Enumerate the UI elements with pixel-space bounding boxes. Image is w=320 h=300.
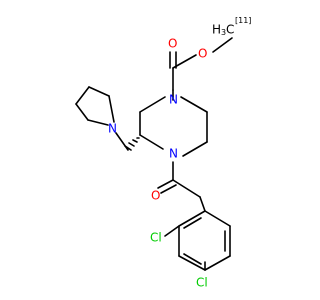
bond-n4-c3 [139,134,164,150]
atom-methyl-h: H [212,23,221,37]
bond-n1-ring-right-up [180,96,208,113]
bond-ch2-npyr [115,132,129,151]
atom-o-carbonyl-bottom: O [151,189,160,203]
bond-carbonyl-c-o-single [172,54,197,69]
atom-o-carbonyl-top: O [168,37,177,51]
bond-ar-cl-upper [164,225,180,237]
atom-o-methoxy: O [198,47,207,61]
bond-pyr-3 [75,86,90,105]
bond-c2-n1 [139,96,166,113]
bond-ar-3 [204,255,231,271]
bond-ar-1 [204,210,231,227]
bond-pyr-4 [88,86,110,97]
bond-ring-right-down [182,141,208,157]
bond-pyr-5 [108,95,115,123]
atom-methyl-h-count: 3 [221,28,226,37]
bond-pyr-2 [75,103,89,121]
bond-acyl-o-double-a [157,179,174,189]
bond-ar-6 [178,210,206,227]
atom-methyl-isotope: [11] [235,16,251,25]
bond-ar-4 [178,255,206,271]
bonds [75,37,233,271]
atom-methyl-c: C [226,23,234,37]
bond-pyr-1 [87,119,109,126]
atom-n-pyrrolidine: N [108,122,117,136]
atom-labels: O O O N N N Cl Cl H 3 C [11] [108,16,251,290]
structure-canvas: O O O N N N Cl Cl H 3 C [11] [75,16,251,290]
atom-cl-lower: Cl [196,276,208,290]
bond-ar-inner-2 [183,253,202,265]
molecule-structure: O O O N N N Cl Cl H 3 C [11] [75,16,251,290]
atom-cl-upper: Cl [150,231,162,245]
atom-n-piperazine-top: N [169,93,178,107]
atom-n-piperazine-bottom: N [169,147,178,161]
bond-acyl-o-double-b [160,184,177,194]
bond-ch2-aryl [199,196,206,212]
bond-acyl-ch2 [172,179,201,198]
bond-o-methyl [212,37,233,53]
bond-ar-inner-3 [183,217,202,229]
